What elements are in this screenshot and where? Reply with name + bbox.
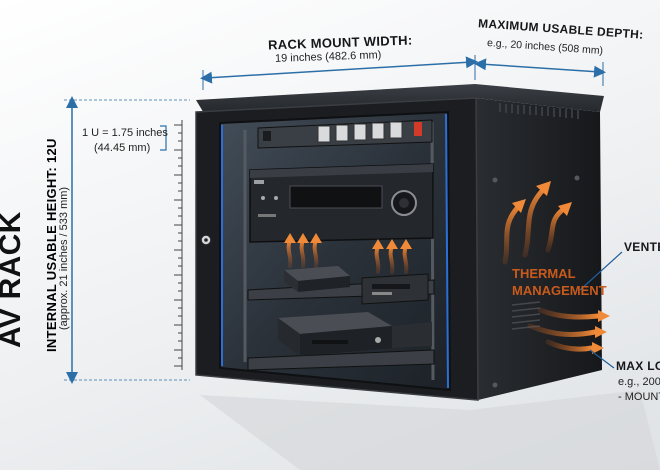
side-horizontal-arrows xyxy=(527,307,601,352)
streaming-box xyxy=(284,266,350,292)
media-player xyxy=(361,273,429,305)
thermal-label-line2: MANAGEMENT xyxy=(512,283,607,298)
depth-dimension-line xyxy=(474,58,606,78)
side-vent-top xyxy=(499,103,579,119)
height-value: (approx. 21 inches / 533 mm) xyxy=(58,186,70,330)
page-title-partial: AV RACK xyxy=(0,211,27,348)
unit-bracket xyxy=(160,125,167,151)
max-load-line2: e.g., 200 xyxy=(618,376,660,388)
vented-label: VENTE xyxy=(624,240,660,254)
thermal-label-line1: THERMAL xyxy=(512,266,576,281)
rack-unit-line2: (44.45 mm) xyxy=(94,142,151,154)
width-dimension-line xyxy=(200,56,478,84)
max-load-line3: - MOUNT xyxy=(618,391,660,403)
power-strip xyxy=(257,119,433,149)
side-exhaust-arrows xyxy=(502,185,568,265)
rack-unit-scale xyxy=(174,120,183,370)
cabinet-side xyxy=(476,98,602,400)
shelf-lower xyxy=(247,349,435,371)
max-load-line1: MAX LOA xyxy=(616,359,660,373)
height-heading: INTERNAL USABLE HEIGHT: 12U xyxy=(44,138,59,352)
av-receiver xyxy=(249,163,434,243)
thermal-leader xyxy=(579,251,623,291)
floor-shadow xyxy=(200,390,660,470)
rack-unit-line1: 1 U = 1.75 inches xyxy=(82,127,168,139)
game-console xyxy=(278,312,432,356)
max-load-leader xyxy=(589,349,615,369)
